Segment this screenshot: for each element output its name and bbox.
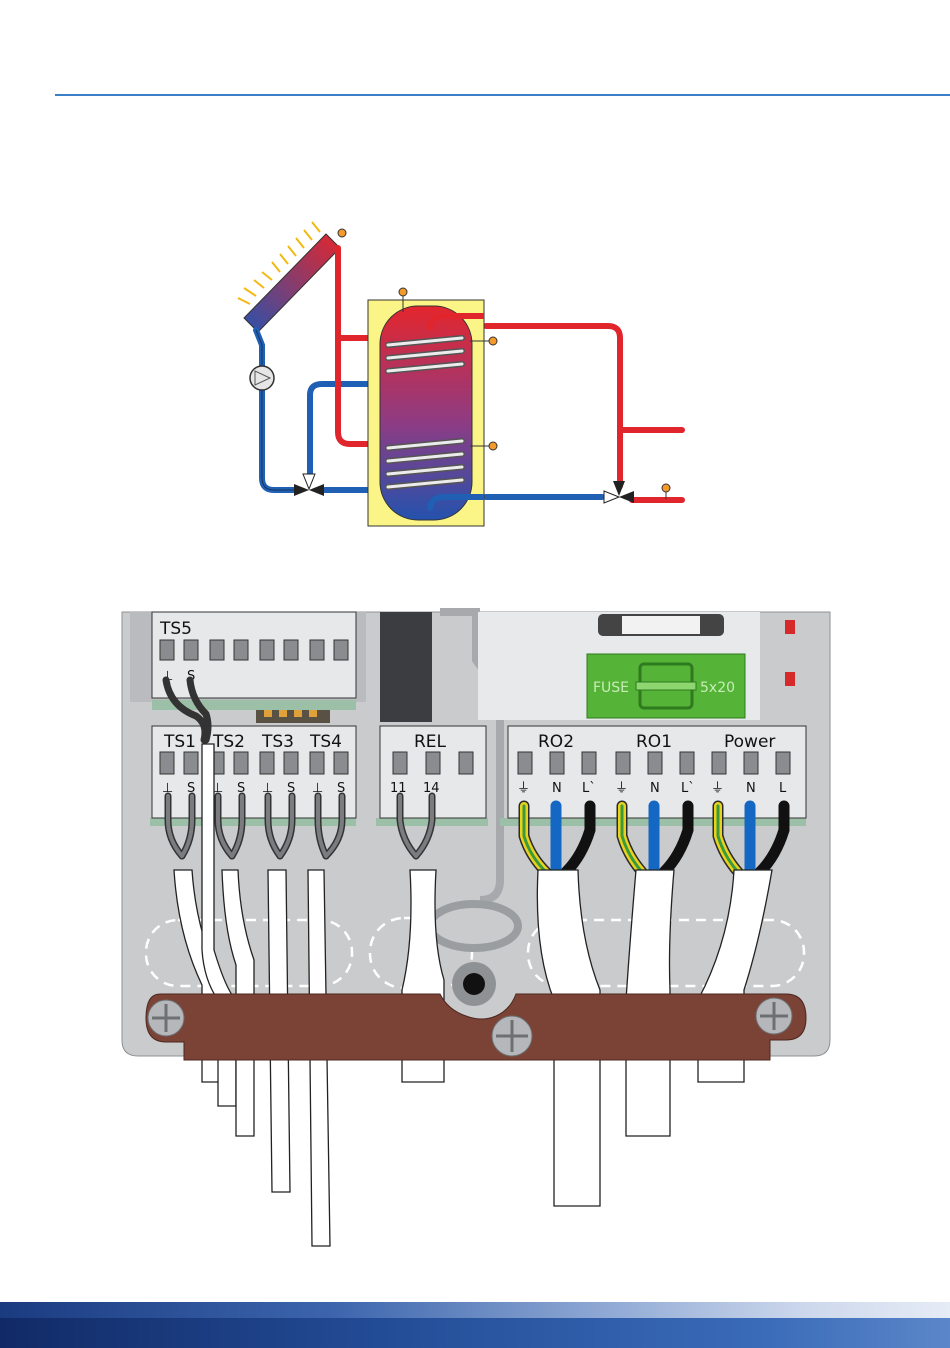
power-label: Power bbox=[724, 732, 775, 752]
ts1-label: TS1 bbox=[163, 732, 196, 752]
power-pin-pe: ⏚ bbox=[711, 781, 724, 796]
ro2-pin-n: N bbox=[552, 781, 562, 796]
ro2-pin-l: L` bbox=[582, 781, 596, 796]
fuse-rating: 5x20 bbox=[700, 680, 735, 696]
ro2-pin-pe: ⏚ bbox=[517, 781, 530, 796]
circulation-pump-icon bbox=[250, 366, 274, 390]
ts2-label: TS2 bbox=[212, 732, 245, 752]
rel-label: REL bbox=[414, 732, 447, 752]
ro1-pin-pe: ⏚ bbox=[615, 781, 628, 796]
three-way-valve-icon bbox=[294, 474, 324, 496]
ro2-label: RO2 bbox=[538, 732, 574, 752]
screw-icon bbox=[756, 998, 792, 1034]
mixing-valve-icon bbox=[604, 481, 634, 503]
ro1-pin-l: L` bbox=[681, 781, 695, 796]
screw-icon bbox=[492, 1016, 532, 1056]
power-pin-l: L bbox=[779, 781, 787, 796]
ts5-label: TS5 bbox=[159, 619, 192, 639]
ts4-label: TS4 bbox=[309, 732, 342, 752]
power-pin-n: N bbox=[746, 781, 756, 796]
footer-band bbox=[0, 1302, 950, 1348]
header-rule bbox=[55, 94, 950, 96]
fuse-label: FUSE bbox=[593, 680, 629, 696]
ro1-label: RO1 bbox=[636, 732, 672, 752]
wiring-terminal-panel: FUSE 5x20 TS5 ⊥ S TS1 TS2 TS3 TS4 ⊥ S ⊥ … bbox=[0, 600, 950, 1260]
ts3-label: TS3 bbox=[261, 732, 294, 752]
ro1-pin-n: N bbox=[650, 781, 660, 796]
solar-hydraulic-scheme bbox=[225, 220, 705, 540]
screw-icon bbox=[148, 1000, 184, 1036]
